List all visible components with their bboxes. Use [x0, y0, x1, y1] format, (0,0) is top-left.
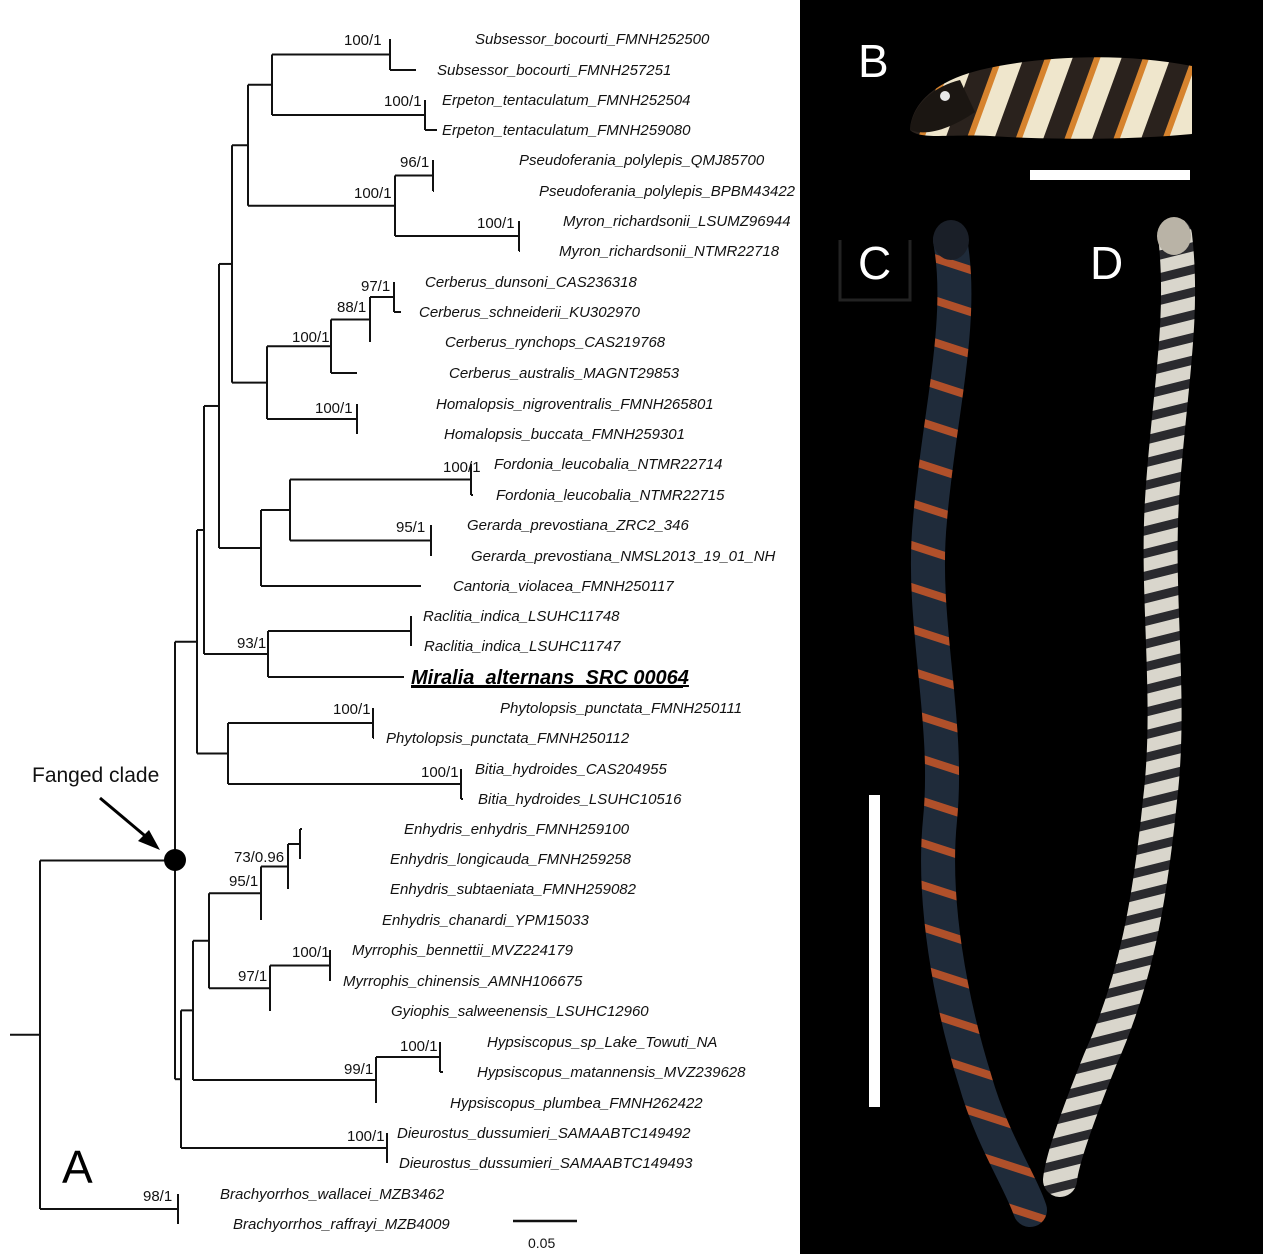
- support-value: 100/1: [354, 185, 392, 202]
- tip-label: Cerberus_australis_MAGNT29853: [449, 365, 680, 382]
- tip-label: Bitia_hydroides_CAS204955: [475, 761, 667, 778]
- support-value: 100/1: [292, 944, 330, 961]
- support-value: 73/0.96: [234, 849, 284, 866]
- tip-label: Cerberus_schneiderii_KU302970: [419, 304, 641, 321]
- specimen-photos: [800, 0, 1263, 1254]
- tip-label: Cantoria_violacea_FMNH250117: [453, 578, 674, 595]
- specimen-body-dorsal: [928, 240, 1030, 1210]
- tip-label: Homalopsis_buccata_FMNH259301: [444, 426, 685, 443]
- tip-label: Gerarda_prevostiana_ZRC2_346: [467, 517, 689, 534]
- scale-bar-c: [869, 795, 880, 1107]
- tip-label: Erpeton_tentaculatum_FMNH259080: [442, 122, 691, 139]
- support-value: 95/1: [396, 519, 425, 536]
- support-value: 98/1: [143, 1188, 172, 1205]
- tip-label: Hypsiscopus_matannensis_MVZ239628: [477, 1064, 746, 1081]
- support-value: 100/1: [421, 764, 459, 781]
- tip-label: Gyiophis_salweenensis_LSUHC12960: [391, 1003, 649, 1020]
- support-value: 100/1: [384, 93, 422, 110]
- support-value: 100/1: [443, 459, 481, 476]
- support-value: 96/1: [400, 154, 429, 171]
- tip-label: Fordonia_leucobalia_NTMR22714: [494, 456, 722, 473]
- fanged-clade-arrow-shaft: [100, 798, 150, 840]
- support-value: 99/1: [344, 1061, 373, 1078]
- tip-label: Enhydris_enhydris_FMNH259100: [404, 821, 630, 838]
- fanged-clade-node: [164, 849, 186, 871]
- tip-label: Pseudoferania_polylepis_BPBM43422: [539, 183, 796, 200]
- support-value: 100/1: [344, 32, 382, 49]
- tip-label: Enhydris_chanardi_YPM15033: [382, 912, 589, 929]
- support-value: 93/1: [237, 635, 266, 652]
- specimen-head-dorsal: [933, 220, 969, 260]
- highlighted-taxon-label: Miralia_alternans_SRC 00064: [411, 667, 689, 689]
- specimen-head-ventral: [1157, 217, 1191, 255]
- tip-label: Myrrophis_bennettii_MVZ224179: [352, 942, 574, 959]
- tip-label: Subsessor_bocourti_FMNH257251: [437, 62, 671, 79]
- tip-label: Hypsiscopus_plumbea_FMNH262422: [450, 1095, 703, 1112]
- tip-label: Myrrophis_chinensis_AMNH106675: [343, 973, 583, 990]
- tree-branches: [10, 39, 520, 1224]
- tip-label: Brachyorrhos_raffrayi_MZB4009: [233, 1216, 450, 1233]
- tip-label: Enhydris_subtaeniata_FMNH259082: [390, 881, 637, 898]
- specimen-body-ventral: [1060, 235, 1178, 1180]
- scale-bar-label: 0.05: [528, 1235, 555, 1251]
- tip-label: Phytolopsis_punctata_FMNH250111: [500, 700, 742, 717]
- tip-label: Dieurostus_dussumieri_SAMAABTC149492: [397, 1125, 691, 1142]
- tip-label: Cerberus_rynchops_CAS219768: [445, 334, 666, 351]
- tip-label: Brachyorrhos_wallacei_MZB3462: [220, 1186, 445, 1203]
- phylogenetic-tree: Subsessor_bocourti_FMNH252500Subsessor_b…: [0, 0, 800, 1254]
- support-value: 88/1: [337, 299, 366, 316]
- tip-label: Homalopsis_nigroventralis_FMNH265801: [436, 396, 714, 413]
- support-value: 100/1: [333, 701, 371, 718]
- tip-label: Pseudoferania_polylepis_QMJ85700: [519, 152, 765, 169]
- panel-label-a: A: [62, 1144, 93, 1190]
- tip-label: Myron_richardsonii_NTMR22718: [559, 243, 780, 260]
- tip-label: Bitia_hydroides_LSUHC10516: [478, 791, 682, 808]
- panel-label-b: B: [858, 38, 889, 84]
- tip-label: Erpeton_tentaculatum_FMNH252504: [442, 92, 690, 109]
- tip-label: Enhydris_longicauda_FMNH259258: [390, 851, 632, 868]
- tip-label: Subsessor_bocourti_FMNH252500: [475, 31, 710, 48]
- tip-label: Fordonia_leucobalia_NTMR22715: [496, 487, 725, 504]
- panel-label-c: C: [858, 240, 891, 286]
- scale-bar-b: [1030, 170, 1190, 180]
- specimen-photo-panel: B C D: [800, 0, 1263, 1254]
- support-value: 97/1: [238, 968, 267, 985]
- specimen-eye: [940, 91, 950, 101]
- tip-label: Gerarda_prevostiana_NMSL2013_19_01_NH: [471, 548, 776, 565]
- tip-label: Dieurostus_dussumieri_SAMAABTC149493: [399, 1155, 693, 1172]
- tip-label: Phytolopsis_punctata_FMNH250112: [386, 730, 630, 747]
- support-value: 100/1: [315, 400, 353, 417]
- tip-label: Raclitia_indica_LSUHC11748: [423, 608, 620, 625]
- support-value: 100/1: [347, 1128, 385, 1145]
- support-value: 100/1: [477, 215, 515, 232]
- tip-label: Raclitia_indica_LSUHC11747: [424, 638, 621, 655]
- support-value: 95/1: [229, 873, 258, 890]
- panel-label-d: D: [1090, 240, 1123, 286]
- fanged-clade-label: Fanged clade: [32, 764, 159, 788]
- support-value: 97/1: [361, 278, 390, 295]
- tip-label: Myron_richardsonii_LSUMZ96944: [563, 213, 791, 230]
- support-value: 100/1: [292, 329, 330, 346]
- tip-label: Cerberus_dunsoni_CAS236318: [425, 274, 637, 291]
- support-value: 100/1: [400, 1038, 438, 1055]
- tip-label: Hypsiscopus_sp_Lake_Towuti_NA: [487, 1034, 717, 1051]
